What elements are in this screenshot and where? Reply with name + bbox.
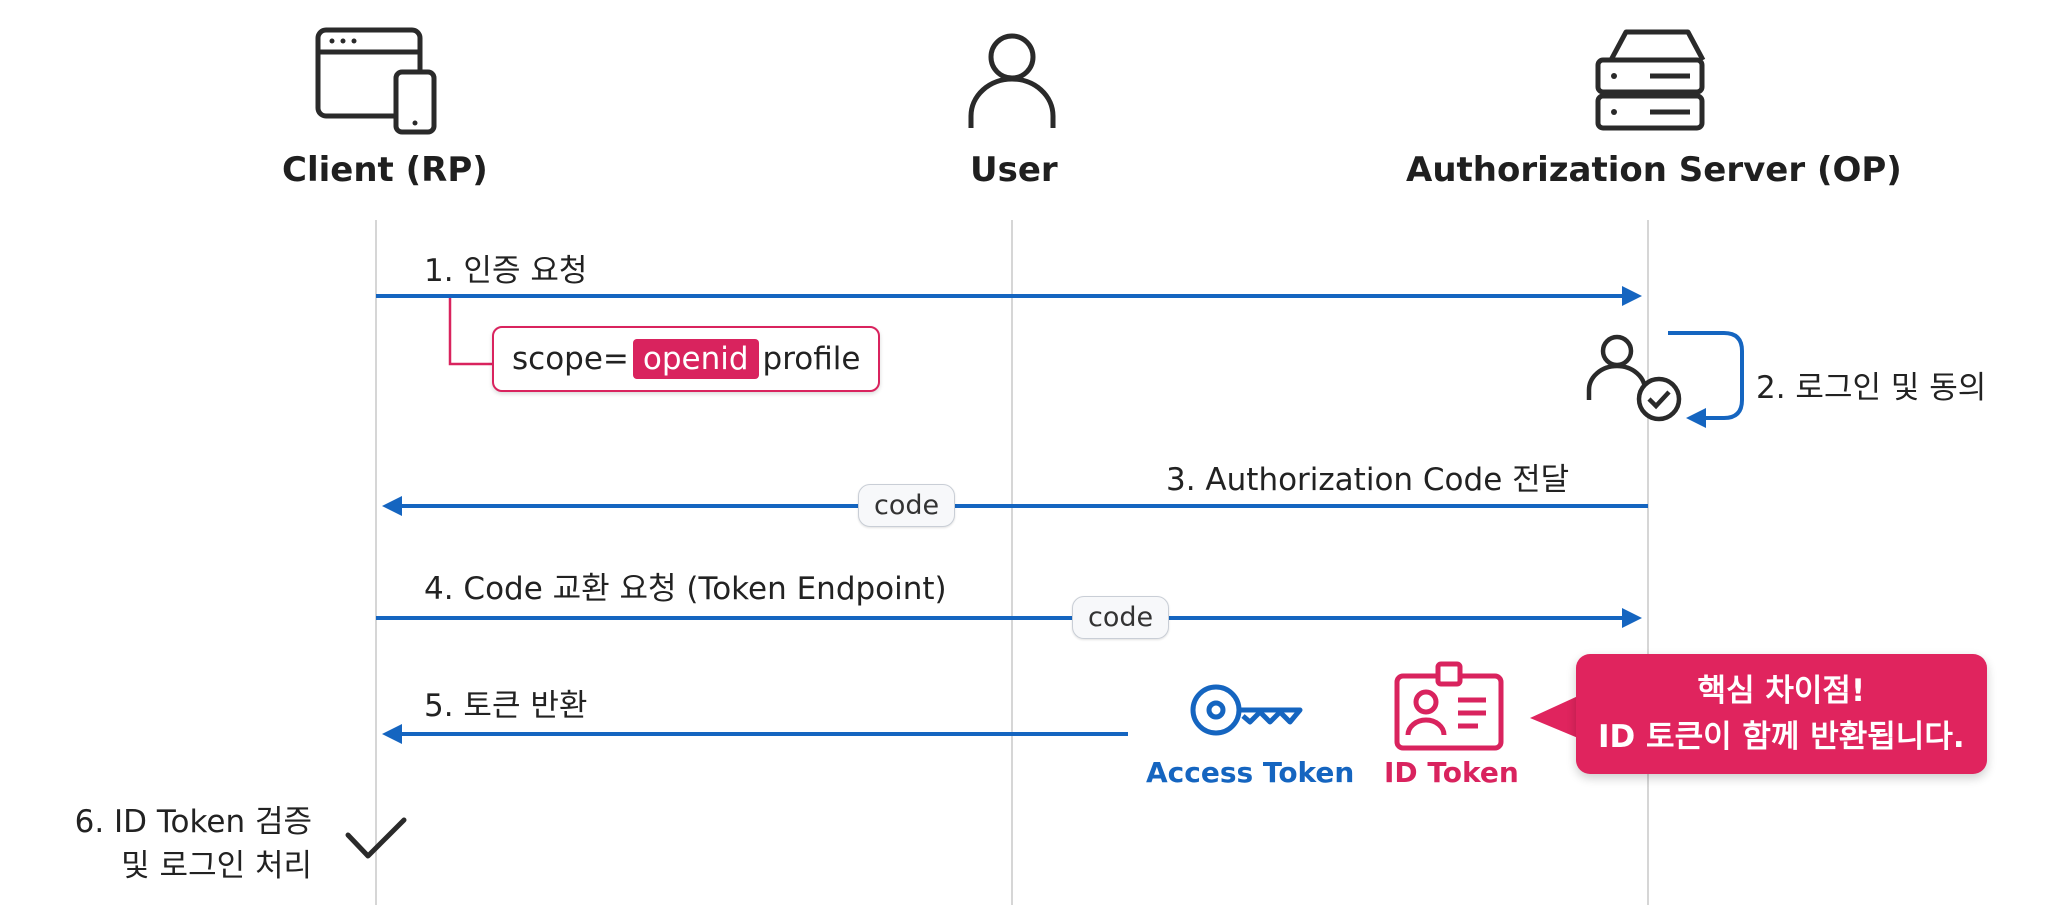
step6-label: 6. ID Token 검증 및 로그인 처리 xyxy=(75,800,312,888)
key-icon xyxy=(1190,684,1303,736)
server-icon xyxy=(1595,29,1706,131)
user-check-icon xyxy=(1586,334,1682,422)
user-icon xyxy=(968,33,1056,128)
scope-openid-highlight: openid xyxy=(632,339,759,379)
client-label: Client (RP) xyxy=(282,150,488,190)
step5-label: 5. 토큰 반환 xyxy=(424,688,588,724)
id-badge-icon xyxy=(1394,661,1504,751)
step2-label: 2. 로그인 및 동의 xyxy=(1756,370,1987,406)
user-label: User xyxy=(970,150,1058,190)
callout-line1: 핵심 차이점! xyxy=(1697,673,1866,709)
step4-code-chip: code xyxy=(1072,596,1170,639)
check-icon xyxy=(345,817,407,859)
key-difference-callout: 핵심 차이점! ID 토큰이 함께 반환됩니다. xyxy=(1576,654,1987,774)
step1-label: 1. 인증 요청 xyxy=(424,253,588,289)
step6-line2: 및 로그인 처리 xyxy=(121,848,312,884)
browser-mobile-icon xyxy=(315,27,437,135)
callout-line2: ID 토큰이 함께 반환됩니다. xyxy=(1598,719,1965,755)
scope-connector xyxy=(448,298,492,366)
scope-suffix: profile xyxy=(762,341,861,377)
id-token-label: ID Token xyxy=(1384,756,1519,789)
callout-pointer xyxy=(1530,696,1578,738)
scope-prefix: scope= xyxy=(512,341,629,377)
step2-loop-arrow xyxy=(1668,331,1744,428)
step6-line1: 6. ID Token 검증 xyxy=(74,804,312,840)
step4-label: 4. Code 교환 요청 (Token Endpoint) xyxy=(424,571,947,607)
step3-code-chip: code xyxy=(858,484,956,527)
access-token-label: Access Token xyxy=(1146,756,1355,789)
step3-label: 3. Authorization Code 전달 xyxy=(1166,462,1570,498)
server-label: Authorization Server (OP) xyxy=(1406,150,1902,190)
